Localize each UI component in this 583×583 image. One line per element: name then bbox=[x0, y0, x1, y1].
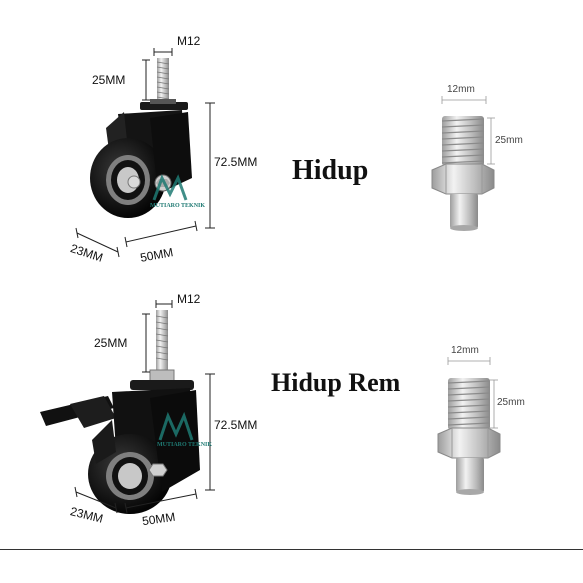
divider bbox=[0, 549, 583, 550]
thread-stem bbox=[157, 58, 169, 103]
thread-size-label: M12 bbox=[177, 34, 201, 48]
watermark-text: MUTIARO TEKNIK bbox=[150, 203, 206, 209]
bolt-bottom-dims bbox=[447, 357, 498, 429]
bolt-top-dims bbox=[441, 96, 495, 165]
bolt-top bbox=[431, 116, 495, 231]
variant-title: Hidup bbox=[292, 155, 369, 186]
thread-length-label: 25MM bbox=[94, 336, 128, 350]
dimension-lines-bottom bbox=[74, 300, 215, 514]
bolt-length-label: 25mm bbox=[497, 397, 525, 408]
thread-size-label: M12 bbox=[177, 292, 201, 306]
caster-brake bbox=[40, 310, 200, 514]
dimension-lines-top bbox=[75, 48, 215, 258]
bolt-length-label: 25mm bbox=[495, 135, 523, 146]
height-label: 72.5MM bbox=[214, 155, 258, 169]
thread-stem bbox=[156, 310, 168, 374]
watermark-logo-top bbox=[152, 174, 188, 201]
height-label: 72.5MM bbox=[214, 418, 258, 432]
watermark-logo-bottom bbox=[158, 411, 194, 441]
bolt-bottom bbox=[437, 378, 501, 495]
thread-length-label: 25MM bbox=[92, 73, 126, 87]
watermark-text: MUTIARO TEKNIK bbox=[157, 442, 213, 448]
bolt-diameter-label: 12mm bbox=[447, 84, 475, 95]
variant-title: Hidup Rem bbox=[271, 368, 401, 397]
bolt-diameter-label: 12mm bbox=[451, 345, 479, 356]
caster-swivel bbox=[90, 58, 192, 218]
